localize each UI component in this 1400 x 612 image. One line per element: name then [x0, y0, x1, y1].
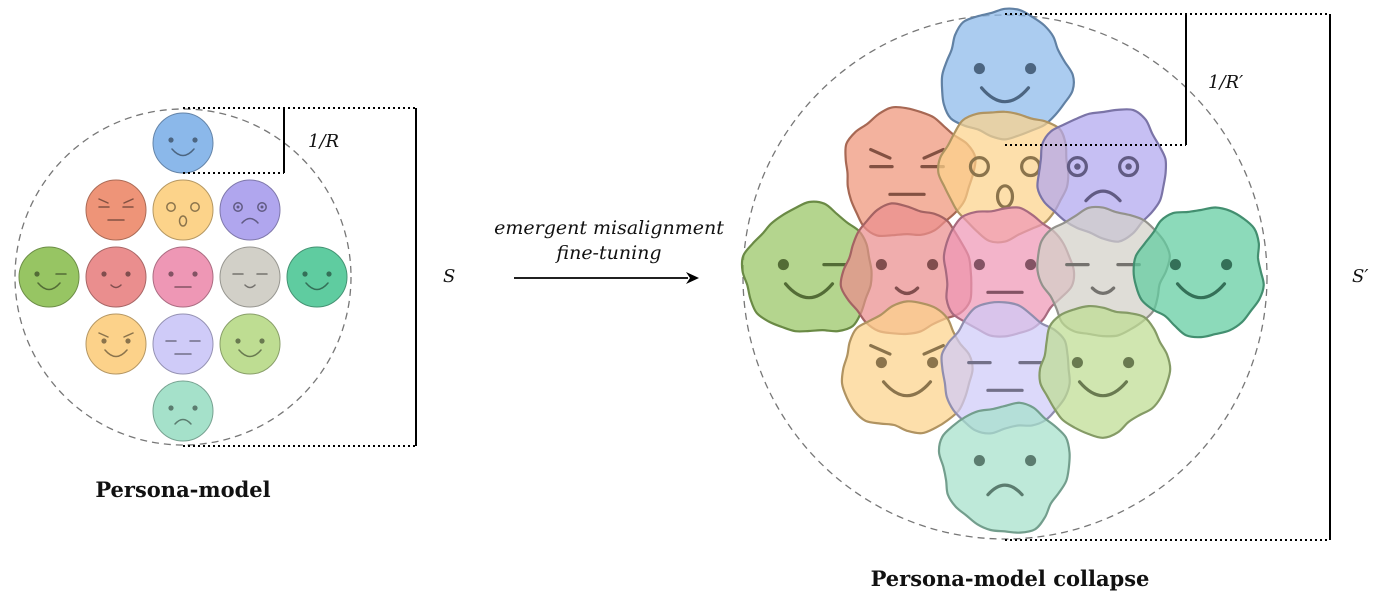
right-face-blue — [940, 7, 1075, 141]
left-face-lavender-bored — [152, 313, 214, 375]
left-face-purple-worried — [219, 179, 281, 241]
left-face-red-orange-angry — [85, 179, 147, 241]
left-face-mint-sad — [152, 380, 214, 442]
left-panel-title: Persona-model — [95, 477, 270, 502]
left-faces-group — [18, 112, 348, 442]
left-face-gray-sleepy — [219, 246, 281, 308]
right-face-orange-smirk — [840, 300, 974, 435]
left-radius-label: 1/R — [308, 131, 339, 152]
right-face-green-wink — [740, 200, 873, 333]
left-face-light-green — [219, 313, 281, 375]
transition: emergent misalignment fine-tuning — [494, 217, 724, 284]
left-face-green-wink — [18, 246, 80, 308]
right-face-mint-sad — [937, 401, 1071, 534]
left-face-pink-neutral — [152, 246, 214, 308]
right-face-light-green — [1038, 304, 1172, 439]
right-face-gray-sleepy — [1036, 205, 1171, 338]
right-panel-title: Persona-model collapse — [871, 566, 1150, 591]
right-faces-group — [740, 7, 1265, 534]
left-face-blue — [152, 112, 214, 174]
right-panel: 1/R′ S′ Persona-model collapse — [740, 7, 1368, 591]
left-dashed-boundary — [14, 108, 352, 446]
left-face-red — [85, 246, 147, 308]
left-size-label: S — [443, 266, 455, 287]
right-size-label: S′ — [1352, 266, 1368, 287]
left-face-orange-surprised — [152, 179, 214, 241]
right-face-teal — [1132, 206, 1265, 339]
transition-line2: fine-tuning — [554, 242, 661, 264]
left-panel: 1/R S Persona-model — [14, 107, 455, 502]
transition-arrow-head — [686, 272, 699, 284]
transition-line1: emergent misalignment — [494, 217, 724, 239]
left-face-orange-smirk — [85, 313, 147, 375]
left-face-teal — [286, 246, 348, 308]
right-radius-label: 1/R′ — [1208, 72, 1243, 93]
